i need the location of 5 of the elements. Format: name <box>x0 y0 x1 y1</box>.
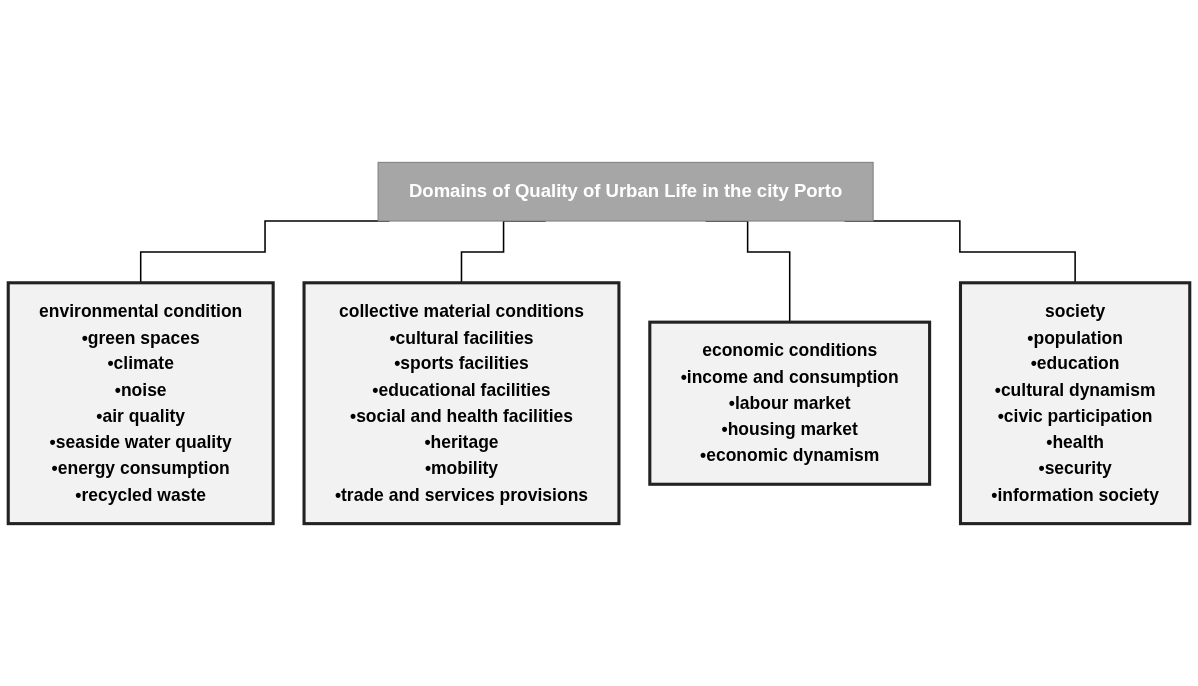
node-box: society •population •education •cultural dynamism •civic participation •health •security •information society <box>958 281 1192 526</box>
node-box: collective material conditions •cultural facilities •sports facilities •educational facilities •social and health facilities •heritage •mobility •trade and services provisions <box>302 281 621 526</box>
node-box: Domains of Quality of Urban Life in the city Porto <box>377 161 874 222</box>
node-box: environmental condition •green spaces •climate •noise •air quality •seaside water quality •energy consumption •recycled waste <box>6 281 275 526</box>
node-box: economic conditions •income and consumption •labour market •housing market •economic dynamism <box>648 320 932 486</box>
